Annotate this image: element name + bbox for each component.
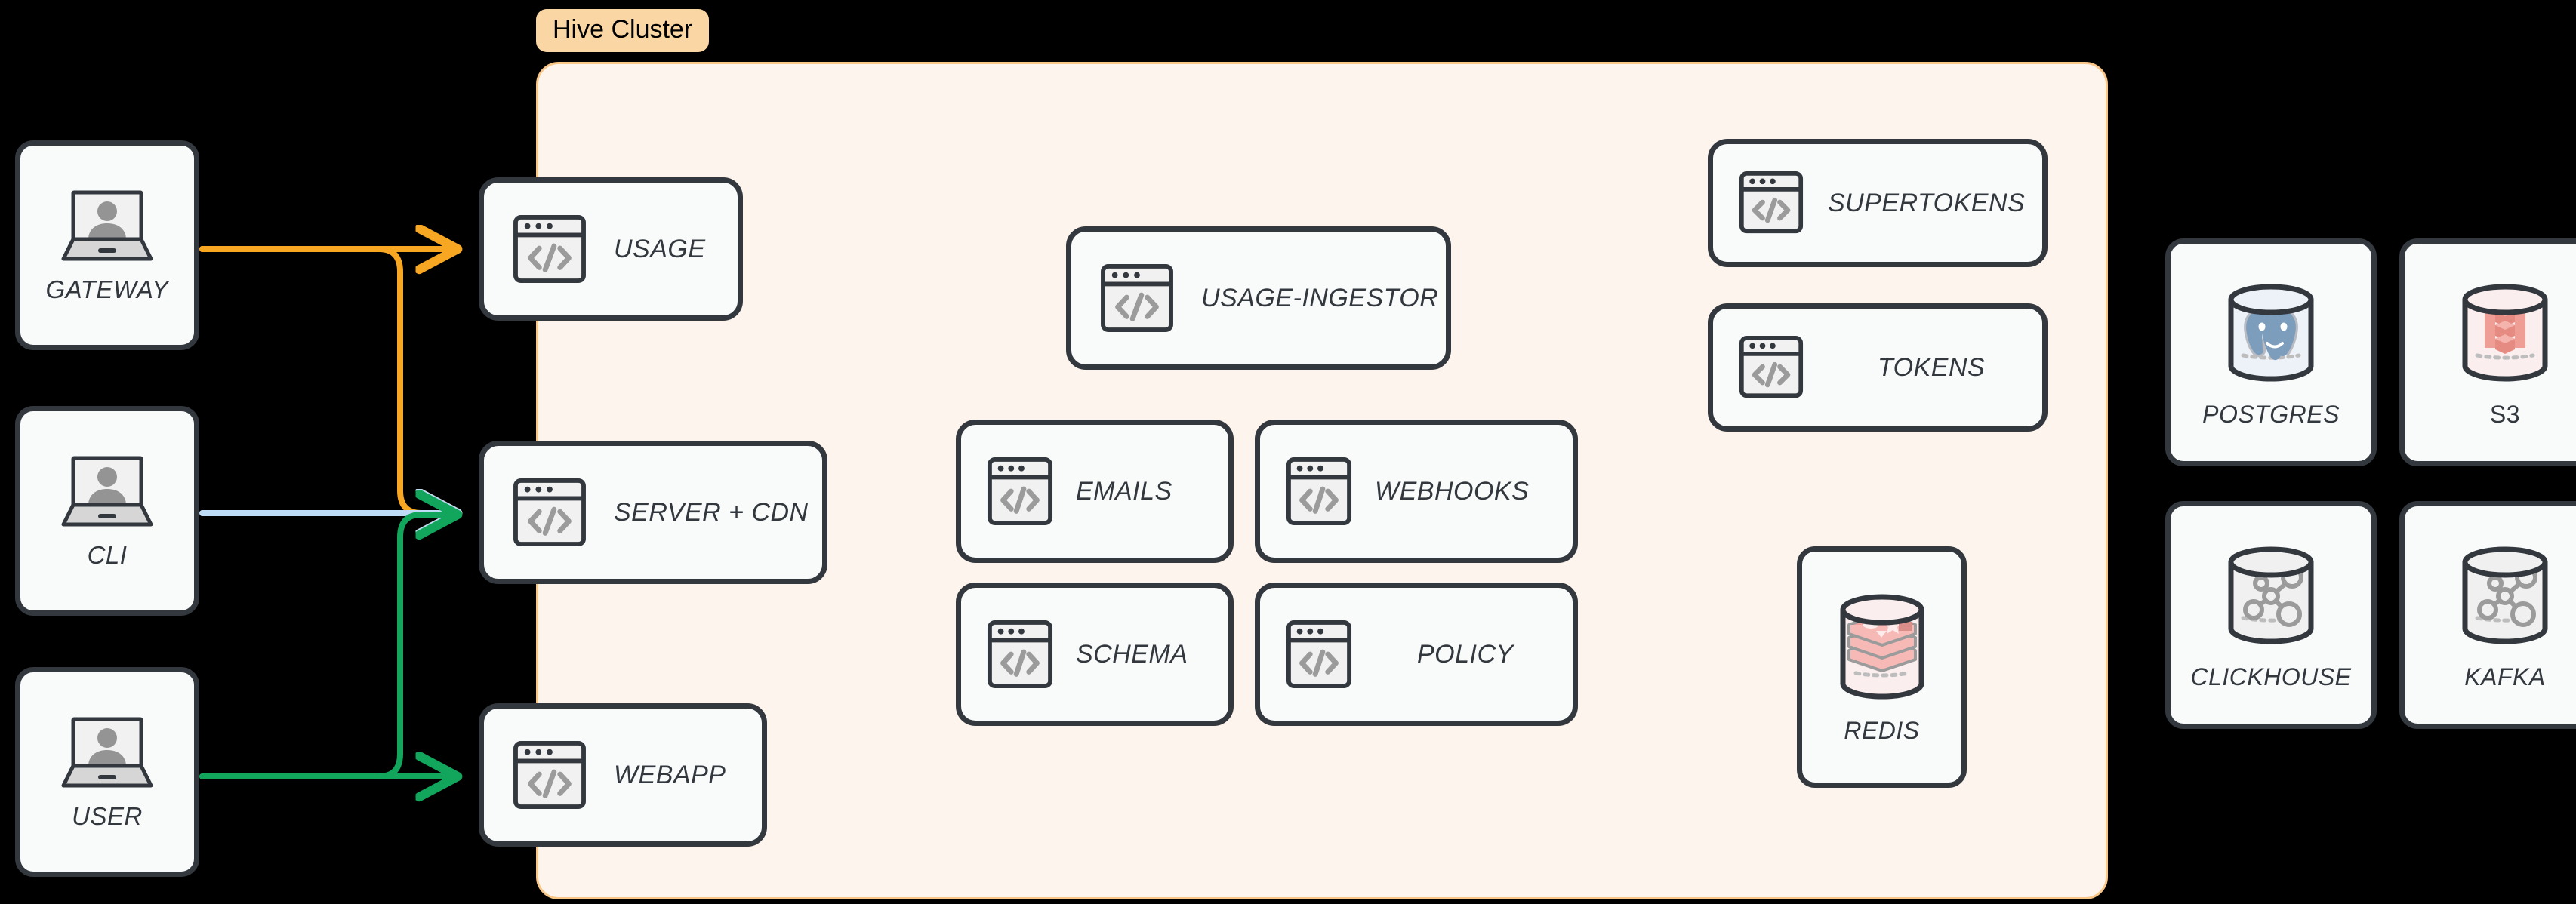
code-window-icon xyxy=(1739,335,1804,398)
code-window-icon xyxy=(1286,620,1352,688)
client-card-user[interactable]: USER xyxy=(15,667,199,877)
code-window-icon xyxy=(1286,457,1352,525)
store-label: S3 xyxy=(2489,400,2521,428)
store-card-kafka[interactable]: KAFKA xyxy=(2399,501,2576,729)
service-label: SERVER + CDN xyxy=(614,497,809,527)
client-card-cli[interactable]: CLI xyxy=(15,406,199,616)
service-label: WEBHOOKS xyxy=(1375,476,1530,506)
store-card-redis[interactable]: REDIS xyxy=(1797,546,1967,788)
store-label: CLICKHOUSE xyxy=(2190,663,2352,690)
laptop-user-icon xyxy=(61,456,153,527)
service-card-webhooks[interactable]: WEBHOOKS xyxy=(1255,420,1578,563)
store-card-s3[interactable]: S3 xyxy=(2399,238,2576,466)
service-card-server-cdn[interactable]: SERVER + CDN xyxy=(479,441,827,584)
service-label: EMAILS xyxy=(1076,476,1172,506)
code-window-icon xyxy=(1101,263,1173,333)
code-window-icon xyxy=(513,740,586,810)
service-card-schema[interactable]: SCHEMA xyxy=(956,583,1234,726)
wire-gateway-to-server-cdn xyxy=(199,246,453,513)
store-card-postgres[interactable]: POSTGRES xyxy=(2165,238,2377,466)
laptop-user-icon xyxy=(61,190,153,261)
service-label: TOKENS xyxy=(1878,352,1986,382)
store-label: POSTGRES xyxy=(2202,400,2340,428)
client-label: USER xyxy=(72,802,143,830)
service-card-policy[interactable]: POLICY xyxy=(1255,583,1578,726)
service-card-emails[interactable]: EMAILS xyxy=(956,420,1234,563)
service-label: USAGE xyxy=(614,234,706,263)
service-label: SUPERTOKENS xyxy=(1828,188,2026,217)
network-cylinder-icon xyxy=(2462,546,2548,644)
client-label: CLI xyxy=(87,541,128,569)
store-label: REDIS xyxy=(1844,716,1920,744)
service-label: USAGE-INGESTOR xyxy=(1201,283,1439,312)
store-label: KAFKA xyxy=(2464,663,2546,690)
service-card-usage-ingestor[interactable]: USAGE-INGESTOR xyxy=(1066,226,1451,370)
service-card-tokens[interactable]: TOKENS xyxy=(1708,303,2048,432)
service-card-usage[interactable]: USAGE xyxy=(479,177,743,321)
service-label: WEBAPP xyxy=(614,760,726,789)
network-cylinder-icon xyxy=(2228,546,2314,644)
redis-cylinder-icon xyxy=(1840,594,1924,699)
wire-user-to-server-cdn xyxy=(199,515,453,779)
service-label: SCHEMA xyxy=(1076,639,1188,669)
postgres-cylinder-icon xyxy=(2228,284,2314,381)
service-label: POLICY xyxy=(1417,639,1514,669)
store-card-clickhouse[interactable]: CLICKHOUSE xyxy=(2165,501,2377,729)
code-window-icon xyxy=(513,478,586,547)
service-card-webapp[interactable]: WEBAPP xyxy=(479,703,767,847)
hive-cluster-badge: Hive Cluster xyxy=(536,9,710,53)
code-window-icon xyxy=(513,214,586,284)
laptop-user-icon xyxy=(61,717,153,788)
client-label: GATEWAY xyxy=(45,275,169,303)
code-window-icon xyxy=(987,457,1053,525)
service-card-supertokens[interactable]: SUPERTOKENS xyxy=(1708,139,2048,267)
code-window-icon xyxy=(1739,171,1804,234)
code-window-icon xyxy=(987,620,1053,688)
client-card-gateway[interactable]: GATEWAY xyxy=(15,140,199,350)
s3-cylinder-icon xyxy=(2462,284,2548,381)
